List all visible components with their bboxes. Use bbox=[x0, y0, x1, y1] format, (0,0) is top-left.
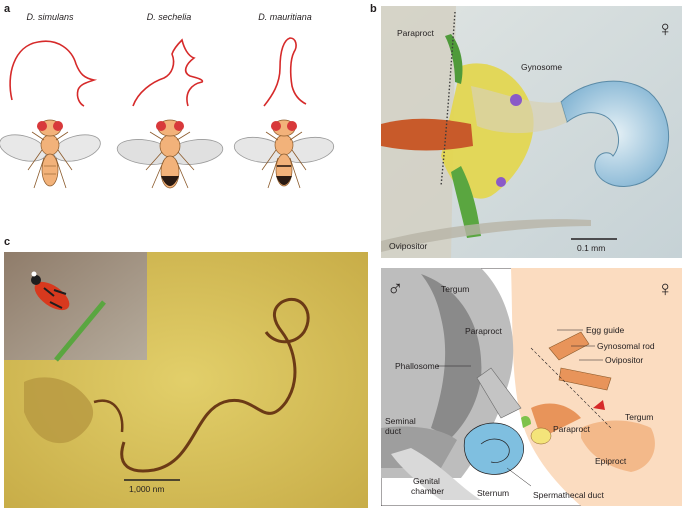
fly-sechelia bbox=[116, 119, 224, 189]
female-symbol-diagram: ♀ bbox=[657, 276, 674, 301]
female-symbol-b: ♀ bbox=[657, 16, 674, 41]
inset-photo-bug bbox=[4, 252, 147, 360]
label-tergum-female: Tergum bbox=[625, 412, 653, 422]
genitalia-tissue bbox=[24, 377, 94, 444]
label-paraproct-b: Paraproct bbox=[397, 28, 434, 38]
label-paraproct-female: Paraproct bbox=[553, 424, 590, 434]
panel-b-letter: b bbox=[370, 3, 377, 15]
scale-label-c: 1,000 nm bbox=[129, 484, 164, 494]
label-sternum: Sternum bbox=[477, 488, 509, 498]
scale-label-b: 0.1 mm bbox=[577, 243, 605, 253]
panel-a-illustration bbox=[0, 37, 335, 189]
genital-outline-sechelia bbox=[132, 38, 204, 107]
label-egg-guide: Egg guide bbox=[586, 325, 625, 335]
label-duct: duct bbox=[385, 426, 402, 436]
label-seminal: Seminal bbox=[385, 416, 416, 426]
label-genital: Genital bbox=[413, 476, 440, 486]
label-ovipositor-b: Ovipositor bbox=[389, 241, 427, 251]
label-gynosome: Gynosome bbox=[521, 62, 562, 72]
male-symbol: ♂ bbox=[387, 276, 404, 301]
genital-outline-mauritiana bbox=[263, 37, 307, 107]
label-paraproct-male: Paraproct bbox=[465, 326, 502, 336]
anatomy-diagram: Tergum Paraproct Phallosome Seminal duct… bbox=[381, 268, 682, 506]
panel-a-letter: a bbox=[4, 3, 11, 15]
species-label-sechelia: D. sechelia bbox=[146, 12, 192, 22]
genital-outline-simulans bbox=[9, 40, 98, 107]
gynosome-blue bbox=[560, 80, 669, 187]
label-epiproct: Epiproct bbox=[595, 456, 627, 466]
species-label-simulans: D. simulans bbox=[26, 12, 74, 22]
label-tergum-male: Tergum bbox=[441, 284, 469, 294]
fly-mauritiana bbox=[233, 119, 335, 189]
panel-b-micrograph: Paraproct Gynosome Ovipositor 0.1 mm ♀ bbox=[381, 6, 682, 258]
fly-simulans bbox=[0, 119, 101, 189]
label-gynosomal-rod: Gynosomal rod bbox=[597, 341, 655, 351]
label-spermathecal-duct: Spermathecal duct bbox=[533, 490, 605, 500]
panel-c-letter: c bbox=[4, 236, 11, 248]
label-phallosome: Phallosome bbox=[395, 361, 440, 371]
sperm-duct bbox=[120, 297, 310, 473]
panel-c-micrograph: 1,000 nm bbox=[4, 252, 368, 508]
label-ovipositor-diagram: Ovipositor bbox=[605, 355, 643, 365]
label-chamber: chamber bbox=[411, 486, 444, 496]
species-label-mauritiana: D. mauritiana bbox=[258, 12, 312, 22]
